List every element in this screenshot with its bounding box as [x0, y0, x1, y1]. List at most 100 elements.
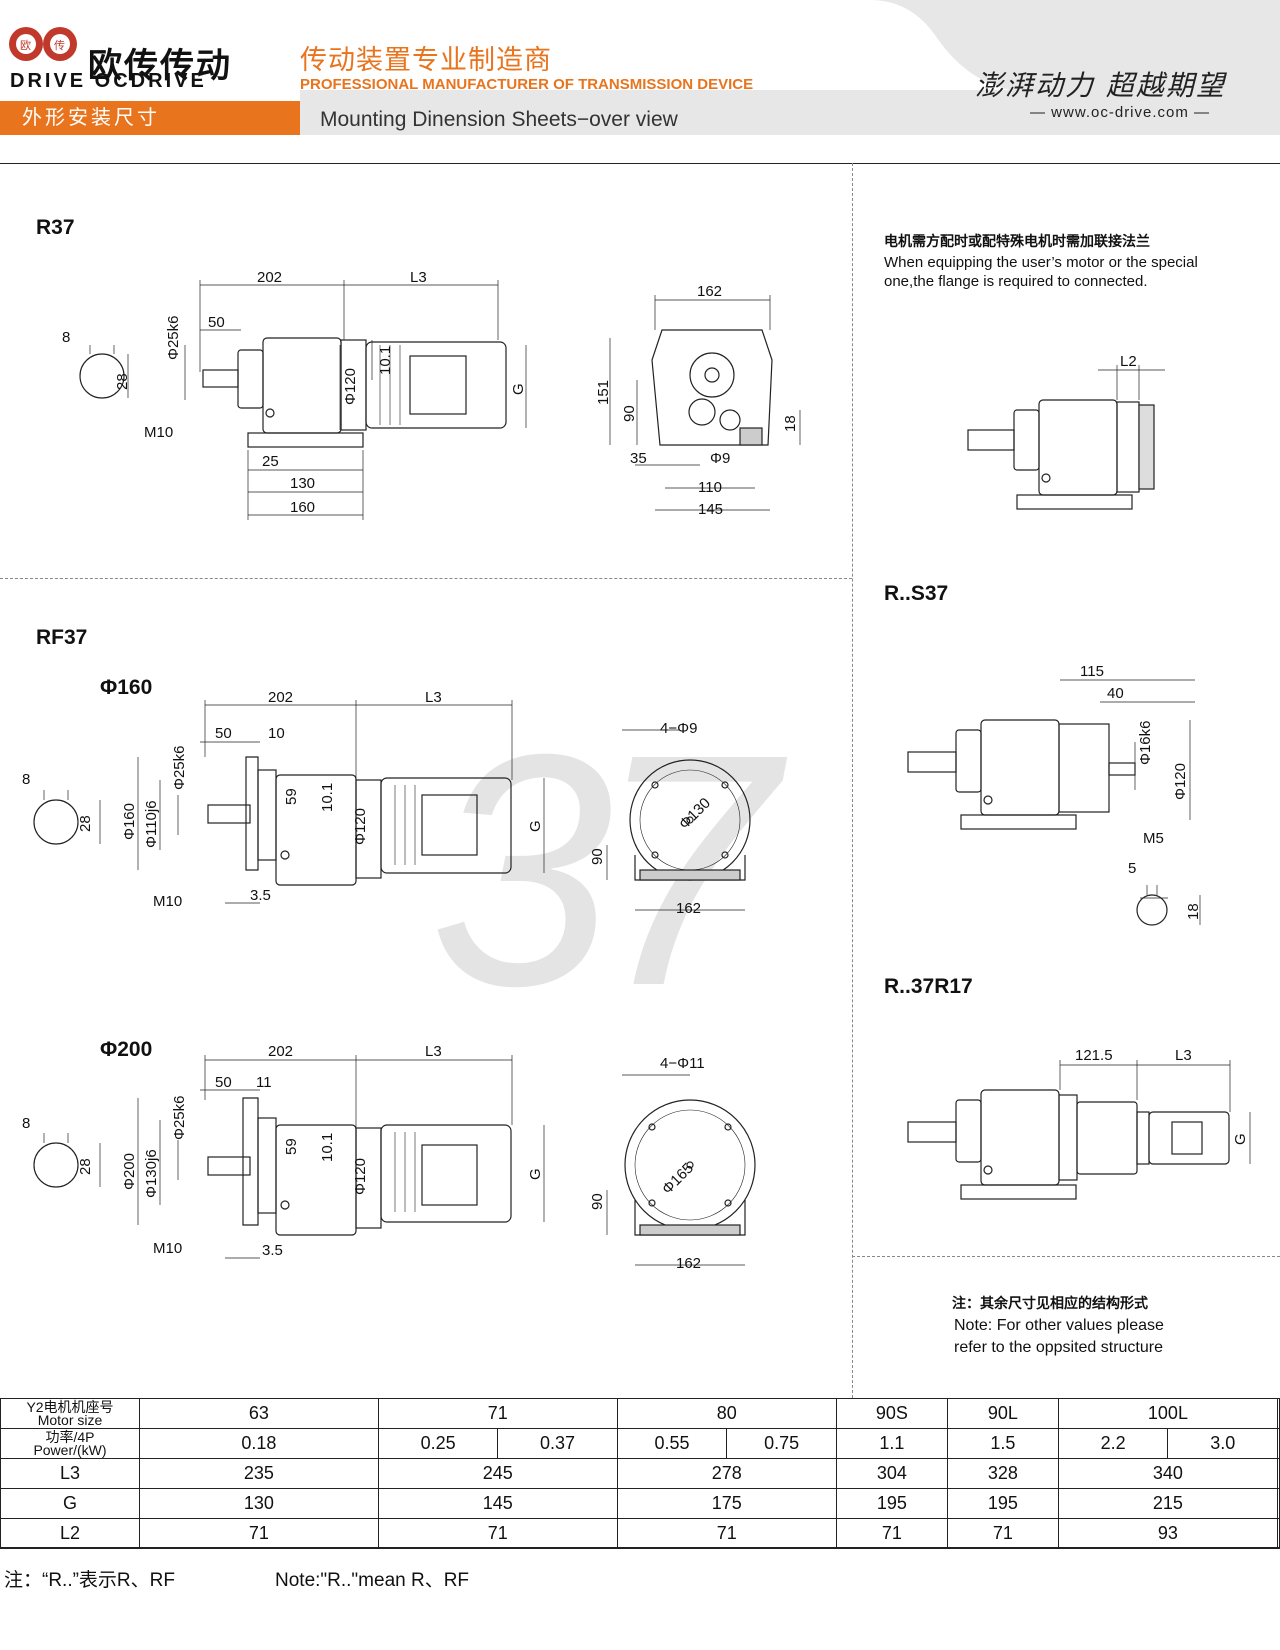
power-cell: 1.1 [835, 1428, 948, 1459]
r37-dim-25: 25 [262, 453, 279, 470]
r37r17-dimensions [1059, 1060, 1251, 1164]
r37-dimension-lines [184, 280, 527, 520]
rf160-front-view [207, 756, 512, 886]
table-cell: 71 [377, 1518, 618, 1549]
r37-dim-202: 202 [257, 269, 282, 286]
rf160-dimensions [137, 700, 745, 911]
r37-dim-10-1: 10.1 [377, 346, 394, 375]
power-cell: 0.37 [497, 1428, 618, 1459]
rf160-shaft-section [33, 790, 101, 845]
rf160-dim-202: 202 [268, 689, 293, 706]
rf200-dim-165: Φ165 [659, 1160, 697, 1198]
rf200-shaft-section [33, 1133, 101, 1188]
r37-front-view [202, 337, 507, 448]
rf160-dim-120: Φ120 [352, 808, 369, 845]
rf200-dim-25k6: Φ25k6 [171, 1096, 188, 1141]
table-row-G: G 130 145 175 195 195 215 [0, 1488, 1280, 1519]
rf160-dim-59: 59 [283, 788, 300, 805]
motor-size-cell: 100L [1057, 1398, 1279, 1429]
motor-spec-table: Y2电机机座号 Motor size 63 71 80 90S 90L 100L… [0, 1398, 1280, 1549]
footer-note-cn: 注：“R..”表示R、RF [4, 1570, 175, 1591]
r37-dim-8: 8 [62, 329, 70, 346]
label-r37: R37 [36, 216, 75, 239]
rf200-dim-M10: M10 [153, 1240, 182, 1257]
brand-name-en: DRIVE OCDRIVE [10, 70, 207, 92]
website-url: www.oc-drive.com [1051, 104, 1189, 121]
rf160-dim-L3: L3 [425, 689, 442, 706]
rf200-dimensions [137, 1055, 745, 1266]
power-header: 功率/4P Power/(kW) [0, 1428, 140, 1459]
sheet-title: Mounting Dinension Sheets−over view [320, 108, 678, 131]
rs37-dim-16k6: Φ16k6 [1137, 721, 1154, 766]
rs37-dim-115: 115 [1080, 663, 1104, 680]
rf200-dim-11: 11 [256, 1074, 272, 1091]
table-cell: 93 [1057, 1518, 1279, 1549]
table-empty-cell [1277, 1518, 1280, 1549]
flange-note-cn: 电机需方配时或配特殊电机时需加联接法兰 [884, 233, 1150, 249]
rf160-dim-162: 162 [676, 900, 701, 917]
rf160-dim-10-1: 10.1 [319, 783, 336, 812]
rf200-dim-10-1: 10.1 [319, 1133, 336, 1162]
other-note-en-2: refer to the oppsited structure [954, 1339, 1163, 1356]
table-row-power: 功率/4P Power/(kW) 0.18 0.25 0.37 0.55 0.7… [0, 1428, 1280, 1459]
table-cell: 245 [377, 1458, 618, 1489]
header-graphic [300, 0, 1010, 90]
r37-dim-160: 160 [290, 499, 315, 516]
tagline-en: PROFESSIONAL MANUFACTURER OF TRANSMISSIO… [300, 76, 754, 93]
slogan: 澎湃动力 超越期望 [975, 69, 1226, 102]
power-cell: 0.75 [726, 1428, 837, 1459]
r37r17-view [907, 1089, 1230, 1200]
rf160-dim-130: Φ130 [676, 795, 714, 833]
table-cell: 304 [835, 1458, 948, 1489]
rf200-dim-162: 162 [676, 1255, 701, 1272]
power-cell: 3.0 [1167, 1428, 1278, 1459]
motor-size-cell: 90L [946, 1398, 1059, 1429]
rf160-dim-25k6: Φ25k6 [171, 746, 188, 791]
section-label-cn: 外形安装尺寸 [0, 101, 300, 135]
table-cell: 175 [616, 1488, 837, 1519]
row-label: L2 [0, 1518, 140, 1549]
power-cell: 1.5 [946, 1428, 1059, 1459]
r37r17-dim-121-5: 121.5 [1075, 1047, 1113, 1064]
flange-dim-L2: L2 [1120, 353, 1137, 370]
power-label-cn: 功率/4P [45, 1428, 95, 1445]
table-cell: 235 [139, 1458, 379, 1489]
r37-side-dim-35: 35 [630, 450, 647, 467]
power-cell: 0.18 [139, 1428, 379, 1459]
svg-text:传: 传 [54, 39, 65, 52]
rs37-dim-18: 18 [1185, 903, 1202, 920]
rs37-shaft-section [1136, 885, 1201, 926]
label-r37r17: R..37R17 [884, 975, 973, 998]
table-cell: 278 [616, 1458, 837, 1489]
table-empty-cell [1277, 1398, 1280, 1429]
table-cell: 71 [835, 1518, 948, 1549]
r37-dim-L3: L3 [410, 269, 427, 286]
r37-side-dim-151: 151 [595, 380, 612, 405]
r37-side-dim-18: 18 [782, 415, 799, 432]
rf200-front-view [207, 1097, 512, 1236]
table-cell: 71 [139, 1518, 379, 1549]
divider-note [852, 1256, 1280, 1257]
divider-r37 [0, 578, 852, 579]
rf200-dim-holes: 4−Φ11 [660, 1055, 705, 1072]
r37-dim-M10: M10 [144, 424, 173, 441]
other-note-en-1: Note: For other values please [954, 1317, 1164, 1334]
rf160-dim-3-5: 3.5 [250, 887, 271, 904]
rf160-dim-holes: 4−Φ9 [660, 720, 697, 737]
r37-dim-120: Φ120 [342, 368, 359, 405]
technical-drawings: 202 L3 50 Φ25k6 Φ120 10.1 G 25 130 160 M… [22, 269, 1251, 1272]
power-cell: 0.55 [616, 1428, 728, 1459]
table-row-motor-size: Y2电机机座号 Motor size 63 71 80 90S 90L 100L [0, 1398, 1280, 1429]
rf200-dim-130j6: Φ130j6 [143, 1149, 160, 1198]
table-empty-cell [1277, 1488, 1280, 1519]
r37-side-dim-145: 145 [698, 501, 723, 518]
r37r17-dim-L3: L3 [1175, 1047, 1192, 1064]
rf160-dim-10: 10 [268, 725, 285, 742]
rf200-dim-120: Φ120 [352, 1158, 369, 1195]
table-cell: 71 [946, 1518, 1059, 1549]
r37-shaft-section [79, 345, 129, 399]
rf200-dim-50: 50 [215, 1074, 232, 1091]
rf160-dim-8: 8 [22, 771, 30, 788]
rs37-view [907, 719, 1136, 830]
table-row-L3: L3 235 245 278 304 328 340 [0, 1458, 1280, 1489]
